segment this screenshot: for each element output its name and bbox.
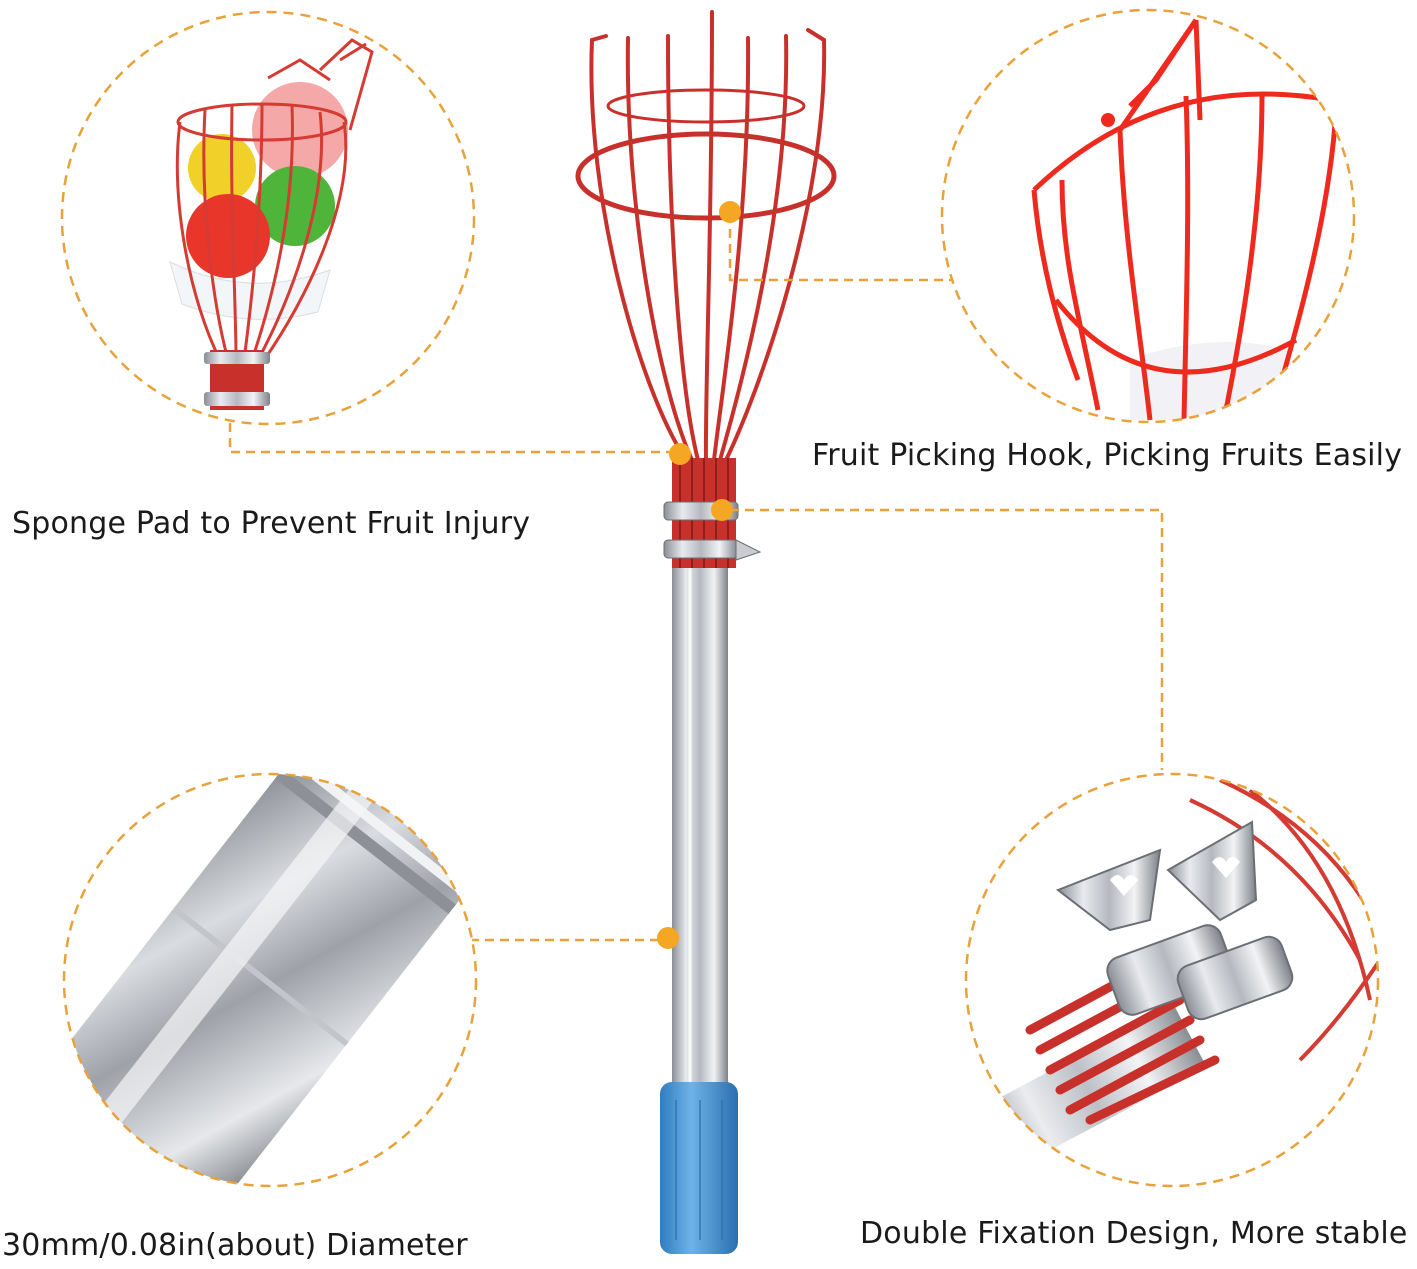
caption-diameter: 30mm/0.08in(about) Diameter xyxy=(2,1228,468,1263)
callout-dots xyxy=(657,201,741,949)
fruit-picker xyxy=(575,10,837,1254)
steel-pole xyxy=(672,568,728,1100)
detail-picking-hook xyxy=(940,8,1356,424)
callout-dot-sponge xyxy=(669,443,691,465)
caption-picking-hook: Fruit Picking Hook, Picking Fruits Easil… xyxy=(812,438,1403,473)
detail-sponge-pad xyxy=(60,10,476,426)
callout-dot-diameter xyxy=(657,927,679,949)
detail-double-fixation xyxy=(964,772,1380,1188)
callout-dot-hook xyxy=(719,201,741,223)
callout-dot-fixation xyxy=(711,499,733,521)
basket-wires xyxy=(575,10,837,462)
caption-sponge-pad: Sponge Pad to Prevent Fruit Injury xyxy=(12,506,531,541)
detail-diameter xyxy=(62,772,478,1188)
caption-double-fixation: Double Fixation Design, More stable xyxy=(860,1216,1408,1251)
callout-lines xyxy=(228,214,1164,942)
